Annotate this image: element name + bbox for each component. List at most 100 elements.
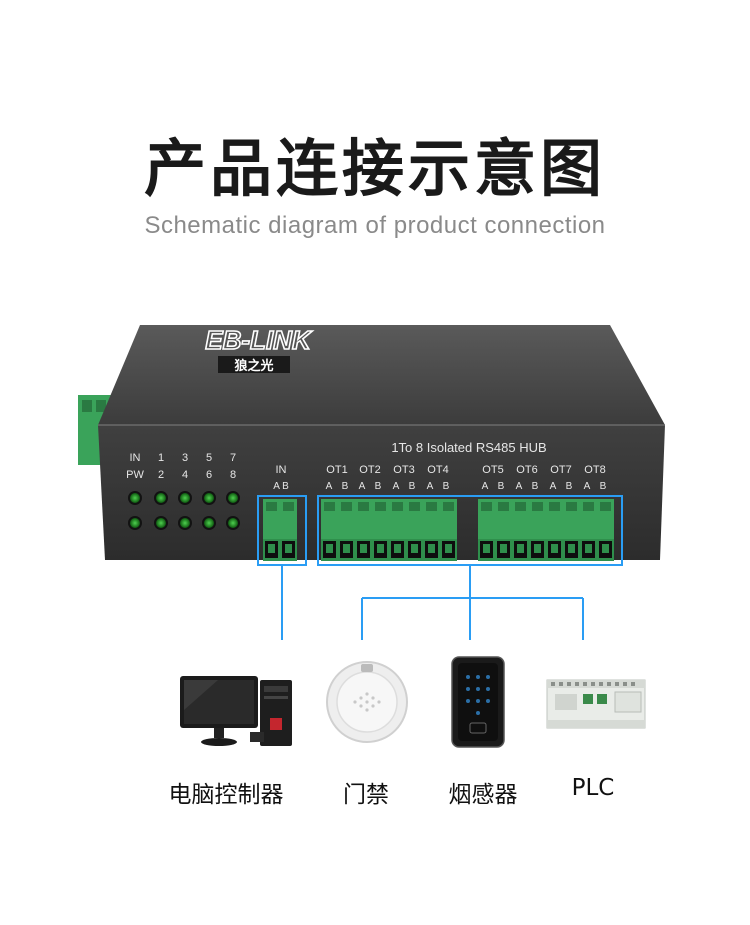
pin-label-a: A	[359, 481, 366, 492]
pin-label-b: B	[600, 481, 607, 492]
terminal-clamp	[483, 544, 490, 553]
led-label-bottom: 6	[206, 469, 212, 481]
terminal-clamp	[360, 544, 367, 553]
in-port-label: IN	[276, 464, 287, 476]
led-label-top: 5	[206, 452, 212, 464]
pin-label-b: B	[375, 481, 382, 492]
led-label-bottom: 2	[158, 469, 164, 481]
terminal-block-base	[478, 539, 614, 561]
device-top-face	[98, 325, 665, 425]
output-port-label: OT7	[550, 464, 571, 476]
terminal-screw	[341, 502, 352, 511]
terminal-clamp	[326, 544, 333, 553]
page-title: 产品连接示意图	[143, 132, 606, 205]
output-port-label: OT8	[584, 464, 605, 476]
terminal-screw	[426, 502, 437, 511]
led-label-bottom: 8	[230, 469, 236, 481]
terminal-screw	[324, 502, 335, 511]
rs485-hub-device: EB-LINK 狼之光 1To 8 Isolated RS485 HUB IN 1…	[78, 324, 665, 566]
terminal-clamp	[411, 544, 418, 553]
led-labels: IN 1 3 5 7PW 2 4 6 8	[126, 452, 236, 481]
terminal-screw	[566, 502, 577, 511]
led-label-top: IN	[130, 452, 141, 464]
terminal-blocks	[263, 499, 614, 561]
terminal-clamp	[534, 544, 541, 553]
pin-label-a: A	[393, 481, 400, 492]
device-label-plc: PLC	[571, 775, 615, 801]
terminal-clamp	[517, 544, 524, 553]
terminal-screw	[532, 502, 543, 511]
output-port-label: OT4	[427, 464, 448, 476]
led-label-top: 1	[158, 452, 164, 464]
terminal-clamp	[268, 544, 275, 553]
terminal-screw	[515, 502, 526, 511]
terminal-screw	[443, 502, 454, 511]
terminal-screw	[283, 502, 294, 511]
pin-label-a: A	[326, 481, 333, 492]
pin-label-a: A	[550, 481, 557, 492]
status-led	[130, 493, 140, 503]
terminal-screw	[392, 502, 403, 511]
svg-text:EB-LINK: EB-LINK	[205, 325, 313, 355]
pin-label-a: A	[482, 481, 489, 492]
output-port-label: OT2	[359, 464, 380, 476]
pin-label-b: B	[532, 481, 539, 492]
led-label-top: 3	[182, 452, 188, 464]
terminal-clamp	[585, 544, 592, 553]
pin-label-a: A	[516, 481, 523, 492]
terminal-clamp	[445, 544, 452, 553]
terminal-clamp	[551, 544, 558, 553]
terminal-clamp	[285, 544, 292, 553]
terminal-block-base	[321, 539, 457, 561]
terminal-clamp	[500, 544, 507, 553]
terminal-screw	[583, 502, 594, 511]
status-led	[228, 493, 238, 503]
status-led	[156, 518, 166, 528]
terminal-clamp	[568, 544, 575, 553]
led-label-top: 7	[230, 452, 236, 464]
terminal-clamp	[343, 544, 350, 553]
brand-logo: EB-LINK 狼之光	[204, 324, 313, 374]
terminal-screw	[549, 502, 560, 511]
terminal-clamp	[602, 544, 609, 553]
output-port-label: OT3	[393, 464, 414, 476]
smoke-detector-icon	[326, 661, 408, 743]
output-highlight-box	[317, 495, 623, 566]
terminal-screw	[409, 502, 420, 511]
page-subtitle: Schematic diagram of product connection	[144, 212, 606, 239]
output-port-label: OT6	[516, 464, 537, 476]
terminal-screw	[266, 502, 277, 511]
in-port-pins: A B	[273, 481, 289, 492]
access-control-keypad-icon	[451, 656, 505, 748]
terminal-screw	[358, 502, 369, 511]
pin-label-b: B	[409, 481, 416, 492]
led-label-bottom: PW	[126, 469, 144, 481]
terminal-screw	[481, 502, 492, 511]
hub-label: 1To 8 Isolated RS485 HUB	[391, 440, 546, 455]
led-label-bottom: 4	[182, 469, 188, 481]
device-label-smoke: 烟感器	[448, 782, 518, 808]
computer-icon	[180, 676, 292, 746]
pin-label-a: A	[584, 481, 591, 492]
input-highlight-box	[257, 495, 307, 566]
output-port-label: OT1	[326, 464, 347, 476]
status-led	[204, 493, 214, 503]
terminal-clamp	[377, 544, 384, 553]
svg-text:狼之光: 狼之光	[233, 358, 273, 374]
terminal-screw	[375, 502, 386, 511]
output-port-label: OT5	[482, 464, 503, 476]
terminal-clamp	[428, 544, 435, 553]
device-label-computer: 电脑控制器	[168, 782, 284, 808]
status-led	[228, 518, 238, 528]
status-led	[130, 518, 140, 528]
status-led	[180, 518, 190, 528]
status-leds	[128, 491, 240, 530]
plc-icon	[546, 679, 646, 729]
pin-label-b: B	[443, 481, 450, 492]
terminal-clamp	[394, 544, 401, 553]
terminal-screw	[600, 502, 611, 511]
device-label-access: 门禁	[343, 782, 389, 808]
terminal-screw	[498, 502, 509, 511]
pin-label-a: A	[427, 481, 434, 492]
